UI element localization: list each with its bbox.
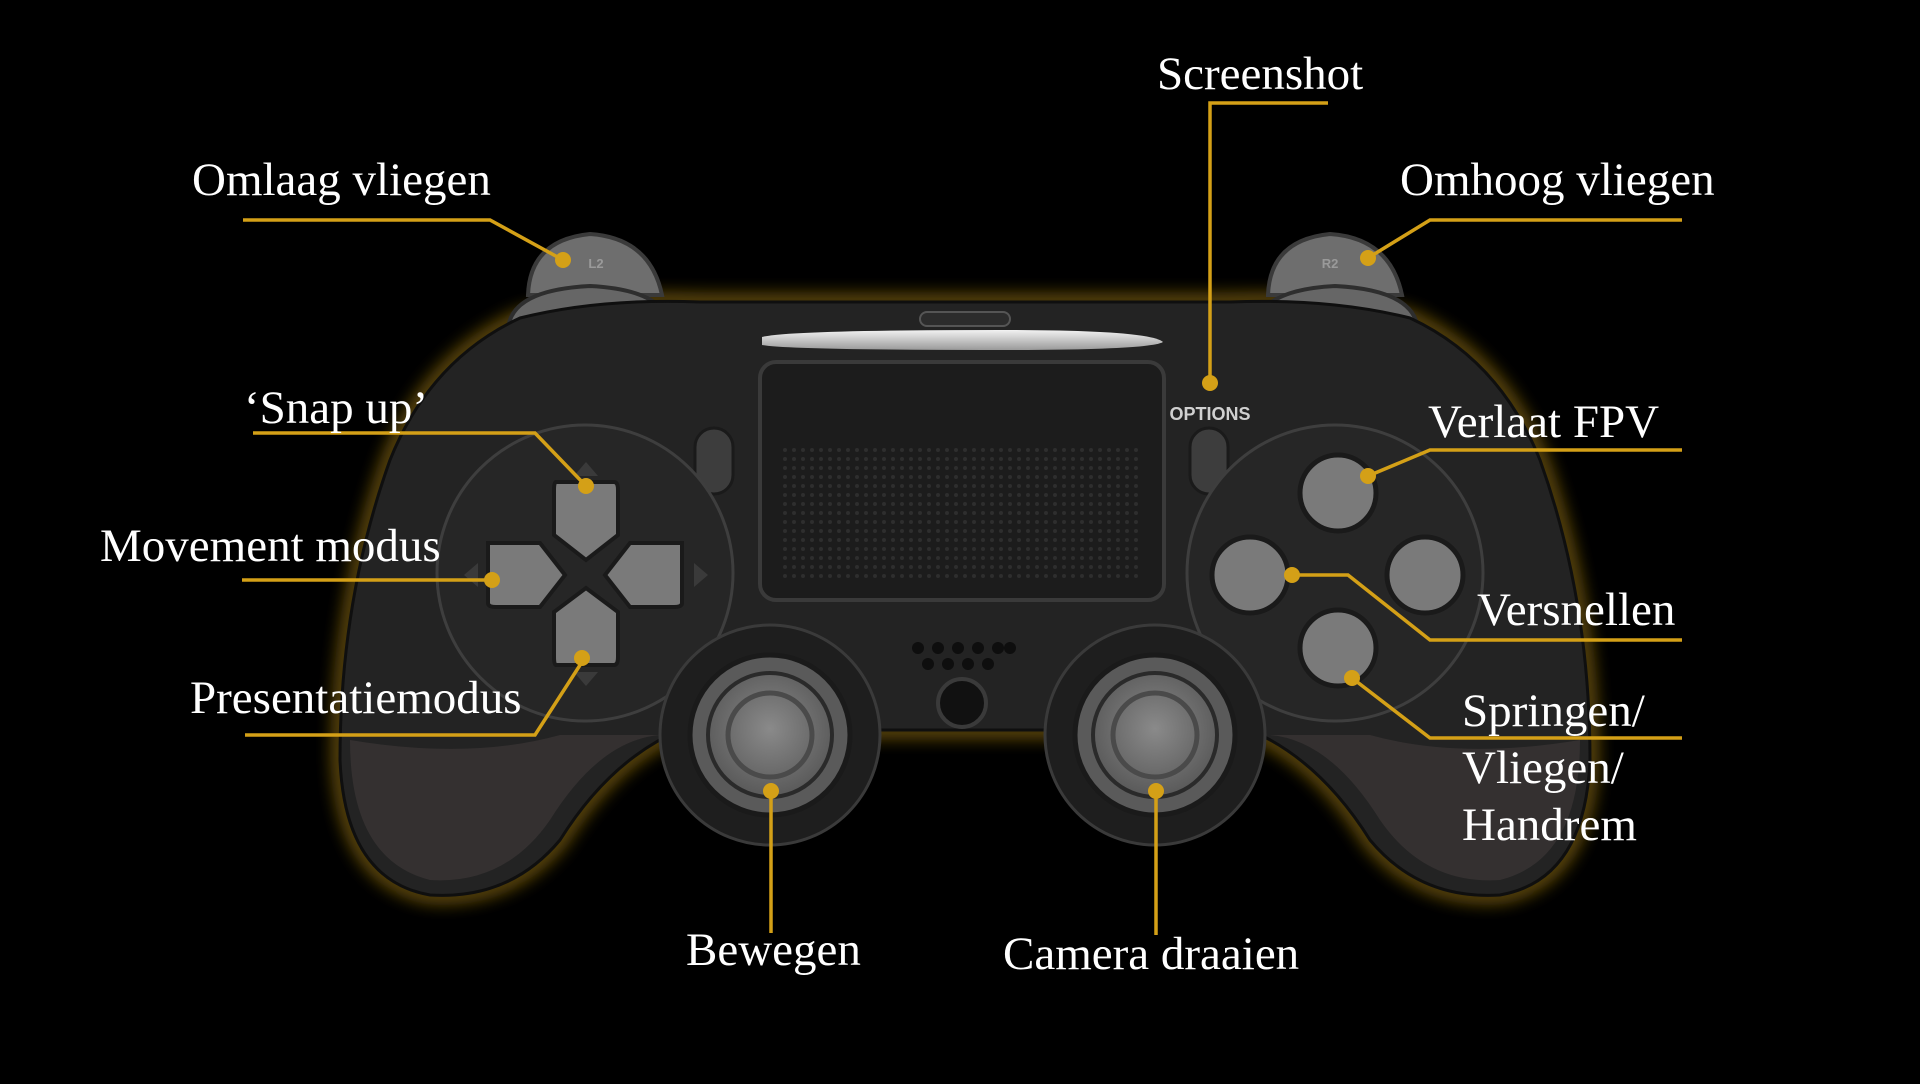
leader-screenshot [1208, 101, 1328, 383]
label-springen-line1: Springen/ [1462, 685, 1645, 737]
options-label: OPTIONS [1169, 404, 1250, 424]
right-stick [1043, 623, 1267, 847]
label-snap-up: ‘Snap up’ [244, 382, 429, 434]
light-bar [762, 330, 1163, 350]
leader-versnellen [1292, 573, 1682, 642]
dpad [435, 423, 735, 723]
label-springen-vliegen-handrem: Springen/ Vliegen/ Handrem [1462, 683, 1645, 854]
label-verlaat-fpv: Verlaat FPV [1428, 396, 1660, 448]
label-versnellen: Versnellen [1477, 584, 1676, 636]
leader-springen [1350, 676, 1682, 740]
speaker-grill [912, 642, 1016, 670]
leader-lines [242, 101, 1682, 935]
headphone-jack [936, 677, 988, 729]
leader-presentatiemodus [245, 661, 584, 737]
l2-label: L2 [588, 256, 603, 271]
label-springen-line2: Vliegen/ [1462, 742, 1624, 794]
label-screenshot: Screenshot [1157, 48, 1364, 100]
label-omlaag-vliegen: Omlaag vliegen [192, 154, 491, 206]
leader-omhoog-vliegen [1367, 218, 1682, 260]
share-button [693, 426, 735, 496]
leader-verlaat-fpv [1367, 448, 1682, 478]
label-bewegen: Bewegen [686, 924, 861, 976]
r2-label: R2 [1322, 256, 1339, 271]
label-presentatiemodus: Presentatiemodus [190, 672, 522, 724]
leader-snap-up [253, 431, 588, 488]
label-springen-line3: Handrem [1462, 799, 1637, 851]
leader-dots [484, 250, 1376, 799]
label-omhoog-vliegen: Omhoog vliegen [1400, 154, 1715, 206]
face-buttons [1185, 423, 1485, 723]
touchpad [758, 360, 1166, 602]
leader-omlaag-vliegen [243, 218, 564, 262]
label-movement-modus: Movement modus [100, 520, 441, 572]
label-camera-draaien: Camera draaien [1003, 928, 1300, 980]
